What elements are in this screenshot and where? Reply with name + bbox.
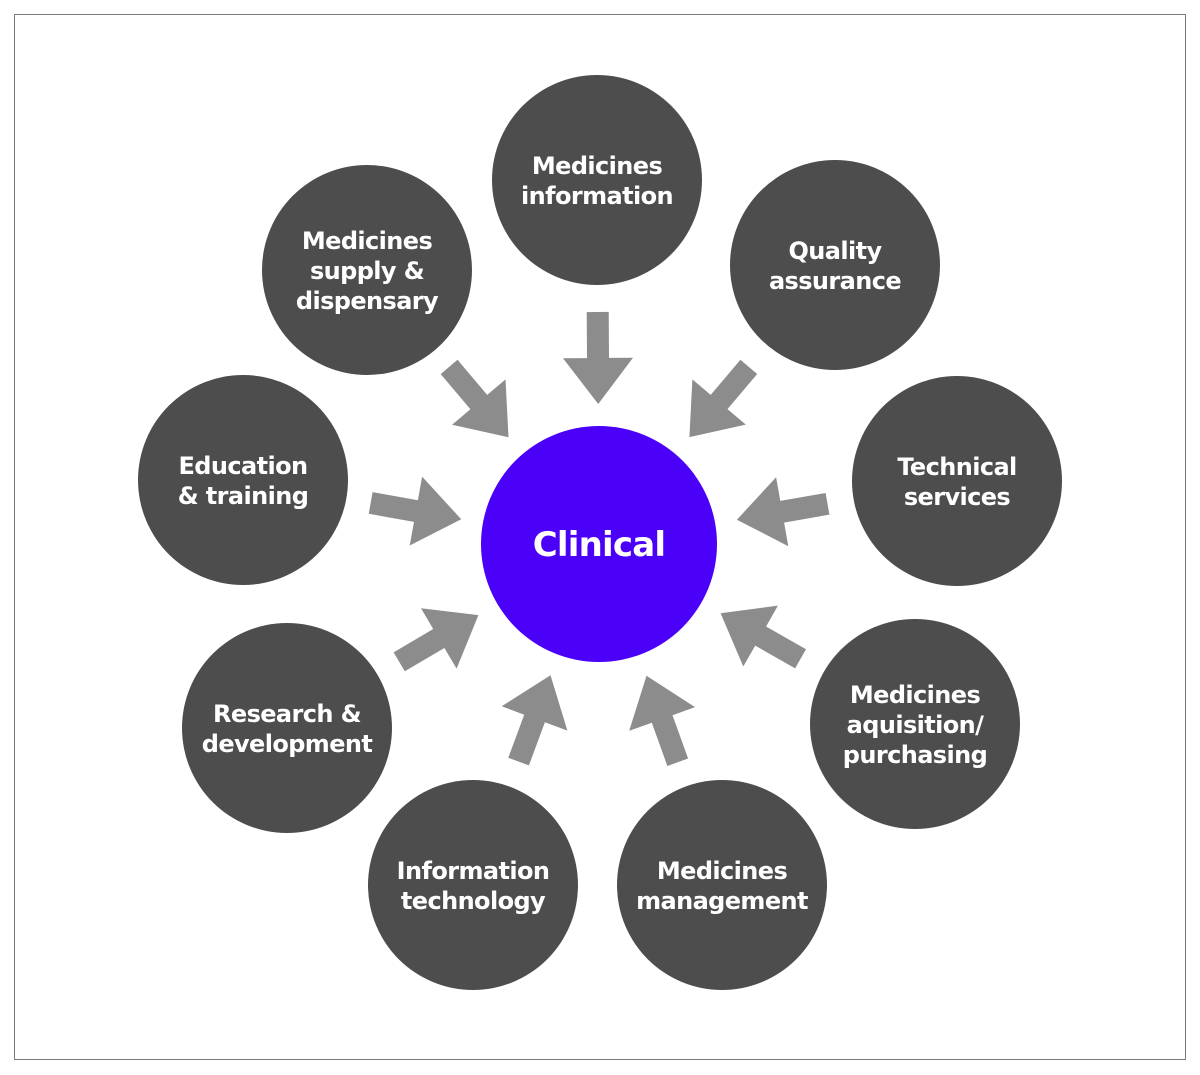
- center-label: Clinical: [533, 525, 665, 565]
- node-circle-medicines-information: [492, 75, 702, 285]
- center-node-clinical: [481, 426, 717, 662]
- node-label-line: assurance: [769, 267, 901, 295]
- node-label-line: aquisition/: [847, 711, 984, 739]
- node-label-line: Research &: [213, 700, 361, 728]
- arrow-medicines-supply-dispensary: [440, 359, 509, 438]
- arrow-education-training: [368, 476, 462, 546]
- arrow-medicines-information: [563, 311, 633, 404]
- node-circle-medicines-management: [617, 780, 827, 990]
- node-label-line: Quality: [788, 237, 882, 265]
- node-label-line: dispensary: [296, 287, 439, 315]
- node-label-line: management: [636, 887, 808, 915]
- node-label-line: Medicines: [850, 681, 981, 709]
- node-circle-research-development: [182, 623, 392, 833]
- node-label-line: services: [904, 483, 1011, 511]
- node-label-research-development: Research &development: [202, 700, 373, 758]
- arrow-quality-assurance: [689, 359, 758, 438]
- node-label-education-training: Education& training: [178, 452, 309, 510]
- node-label-line: purchasing: [843, 741, 987, 769]
- node-circle-education-training: [138, 375, 348, 585]
- node-label-line: technology: [401, 887, 546, 915]
- node-label-line: development: [202, 730, 373, 758]
- node-circle-medicines-supply-dispensary: [262, 165, 472, 375]
- node-label-line: Technical: [897, 453, 1016, 481]
- node-label-line: Education: [179, 452, 308, 480]
- center-group: Clinical: [481, 426, 717, 662]
- arrow-research-development: [393, 608, 479, 672]
- node-circle-medicines-aquisition-purchasing: [810, 619, 1020, 829]
- node-label-line: Medicines: [532, 152, 663, 180]
- arrow-information-technology: [501, 675, 568, 766]
- node-label-line: information: [521, 182, 673, 210]
- node-label-line: supply &: [310, 257, 424, 285]
- arrows-group: [368, 311, 830, 766]
- node-label-line: Medicines: [302, 227, 433, 255]
- node-label-line: & training: [178, 482, 309, 510]
- node-label-line: Medicines: [657, 857, 788, 885]
- node-research-development: Research &development: [182, 623, 392, 833]
- arrow-technical-services: [736, 477, 830, 547]
- node-circle-quality-assurance: [730, 160, 940, 370]
- node-circle-information-technology: [368, 780, 578, 990]
- node-education-training: Education& training: [138, 375, 348, 585]
- arrow-medicines-aquisition-purchasing: [720, 605, 806, 669]
- arrow-medicines-management: [629, 675, 695, 766]
- node-circle-technical-services: [852, 376, 1062, 586]
- node-label-line: Information: [397, 857, 550, 885]
